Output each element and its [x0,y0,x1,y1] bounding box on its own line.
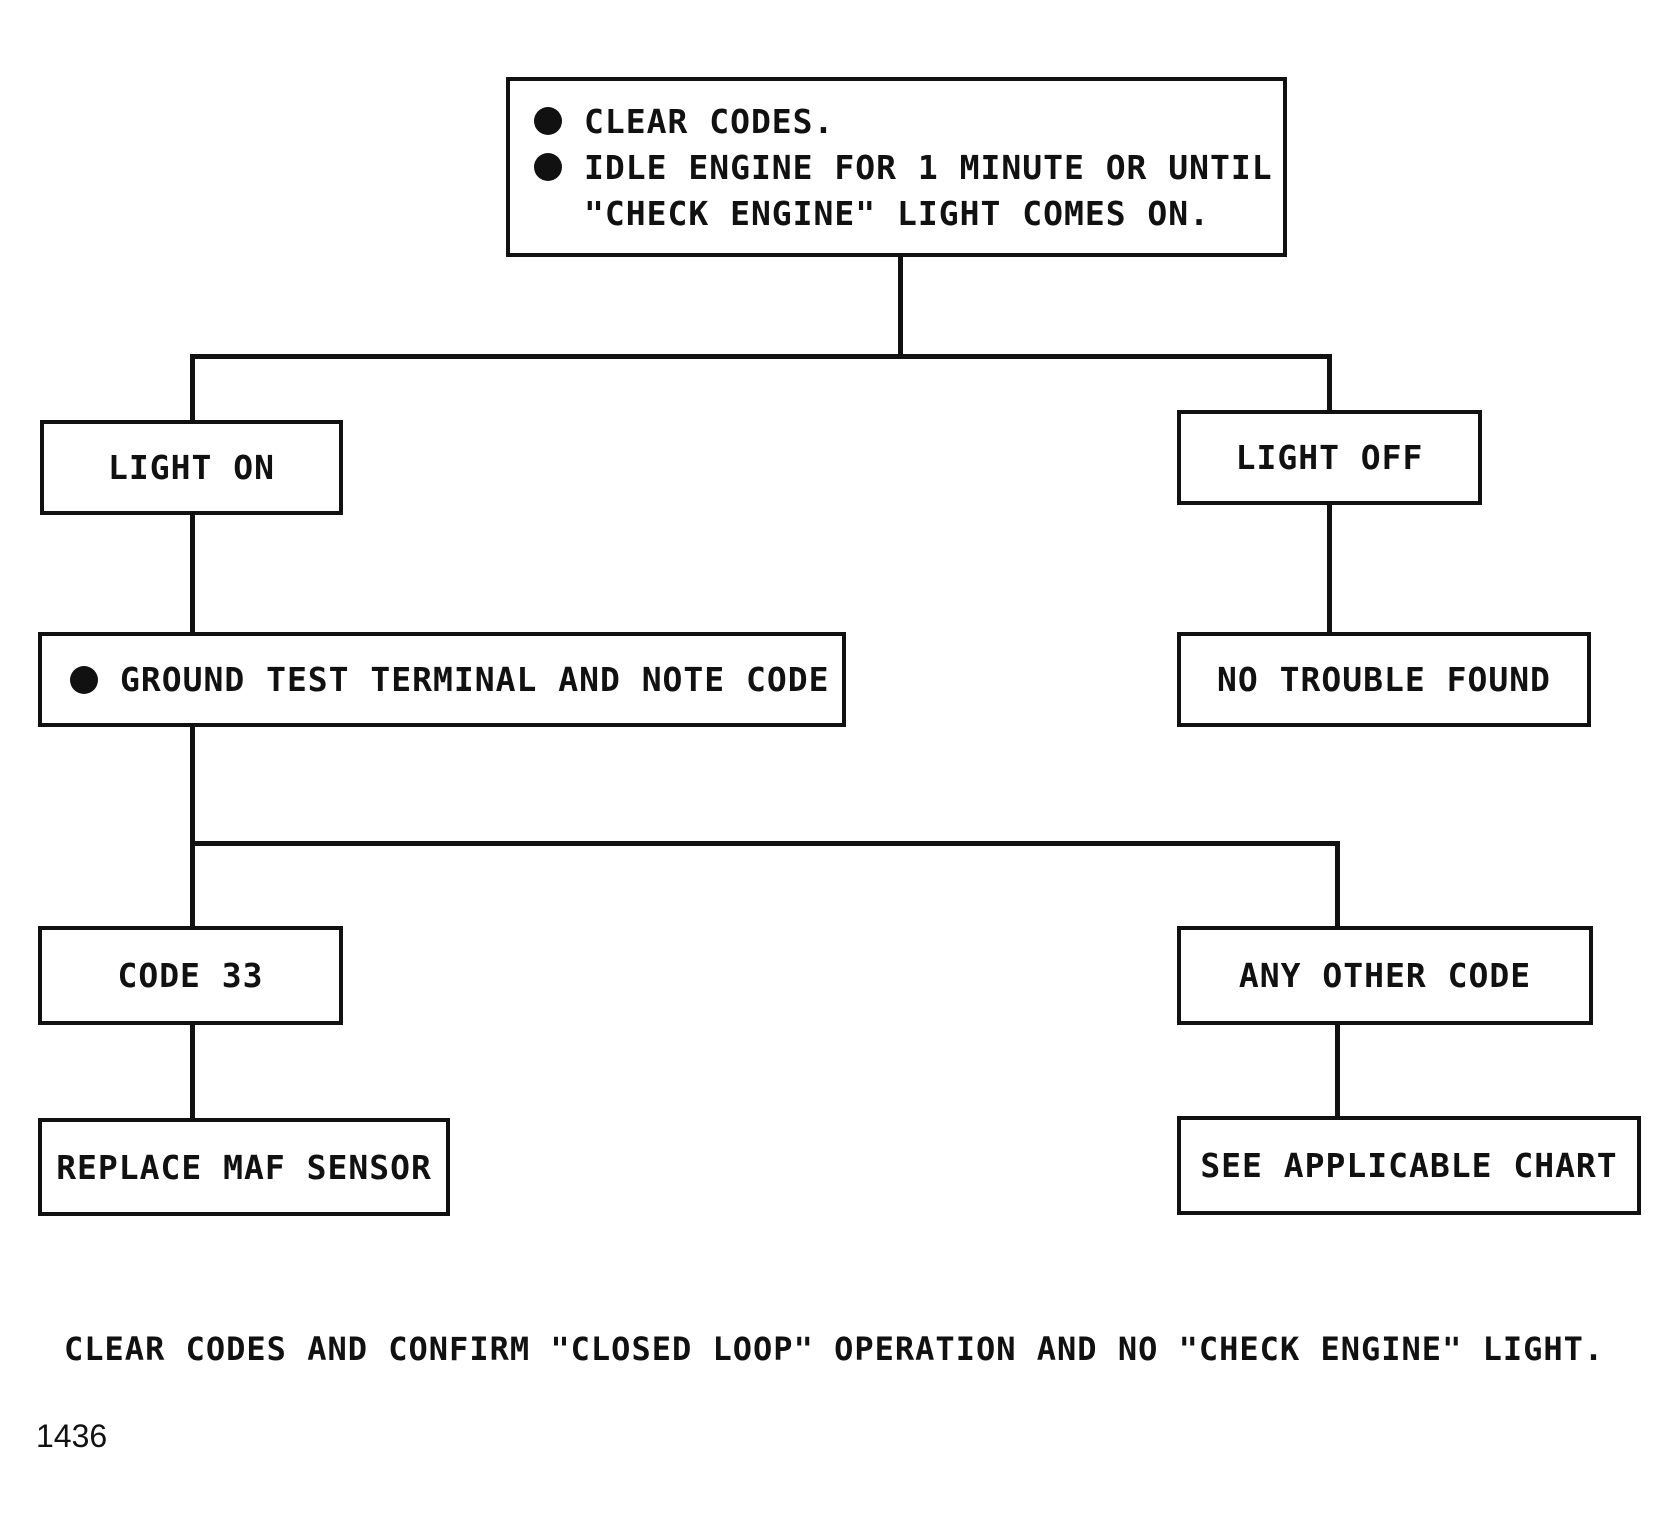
start-step-line-2: IDLE ENGINE FOR 1 MINUTE OR UNTIL [534,144,1273,190]
connector-top-horizontal [190,354,1332,359]
footer-note: CLEAR CODES AND CONFIRM "CLOSED LOOP" OP… [64,1330,1605,1368]
idle-engine-text: IDLE ENGINE FOR 1 MINUTE OR UNTIL [584,147,1273,187]
connector-to-light-on [190,354,195,422]
no-trouble-box: NO TROUBLE FOUND [1177,632,1591,727]
connector-light-off-to-no-trouble [1327,502,1332,634]
any-other-code-label: ANY OTHER CODE [1238,956,1532,995]
light-off-box: LIGHT OFF [1177,410,1482,505]
bullet-icon [70,665,98,694]
connector-to-light-off [1327,354,1332,412]
connector-ground-down [190,724,195,928]
any-other-code-box: ANY OTHER CODE [1177,926,1593,1025]
connector-code33-to-replace [190,1022,195,1120]
replace-maf-box: REPLACE MAF SENSOR [38,1118,450,1216]
light-off-label: LIGHT OFF [1235,438,1424,477]
see-chart-box: SEE APPLICABLE CHART [1177,1116,1641,1215]
connector-any-other-to-chart [1335,1022,1340,1118]
no-trouble-label: NO TROUBLE FOUND [1217,660,1551,699]
ground-test-box: GROUND TEST TERMINAL AND NOTE CODE [38,632,846,727]
light-on-label: LIGHT ON [108,448,275,487]
see-chart-label: SEE APPLICABLE CHART [1200,1146,1618,1185]
connector-mid-horizontal [190,841,1340,846]
start-step-box: CLEAR CODES. IDLE ENGINE FOR 1 MINUTE OR… [506,77,1287,257]
figure-number: 1436 [36,1418,108,1454]
connector-top-down [898,256,903,356]
start-step-line-1: CLEAR CODES. [534,98,834,144]
clear-codes-text: CLEAR CODES. [584,101,835,141]
light-on-box: LIGHT ON [40,420,343,515]
check-engine-continuation: "CHECK ENGINE" LIGHT COMES ON. [584,193,1211,233]
connector-to-any-other [1335,841,1340,927]
code-33-label: CODE 33 [117,956,264,995]
start-step-line-3: "CHECK ENGINE" LIGHT COMES ON. [534,190,1210,236]
bullet-icon [534,107,562,135]
replace-maf-label: REPLACE MAF SENSOR [56,1147,432,1187]
bullet-icon [534,153,562,181]
connector-light-on-to-ground [190,512,195,634]
ground-test-label: GROUND TEST TERMINAL AND NOTE CODE [120,660,830,699]
code-33-box: CODE 33 [38,926,343,1025]
